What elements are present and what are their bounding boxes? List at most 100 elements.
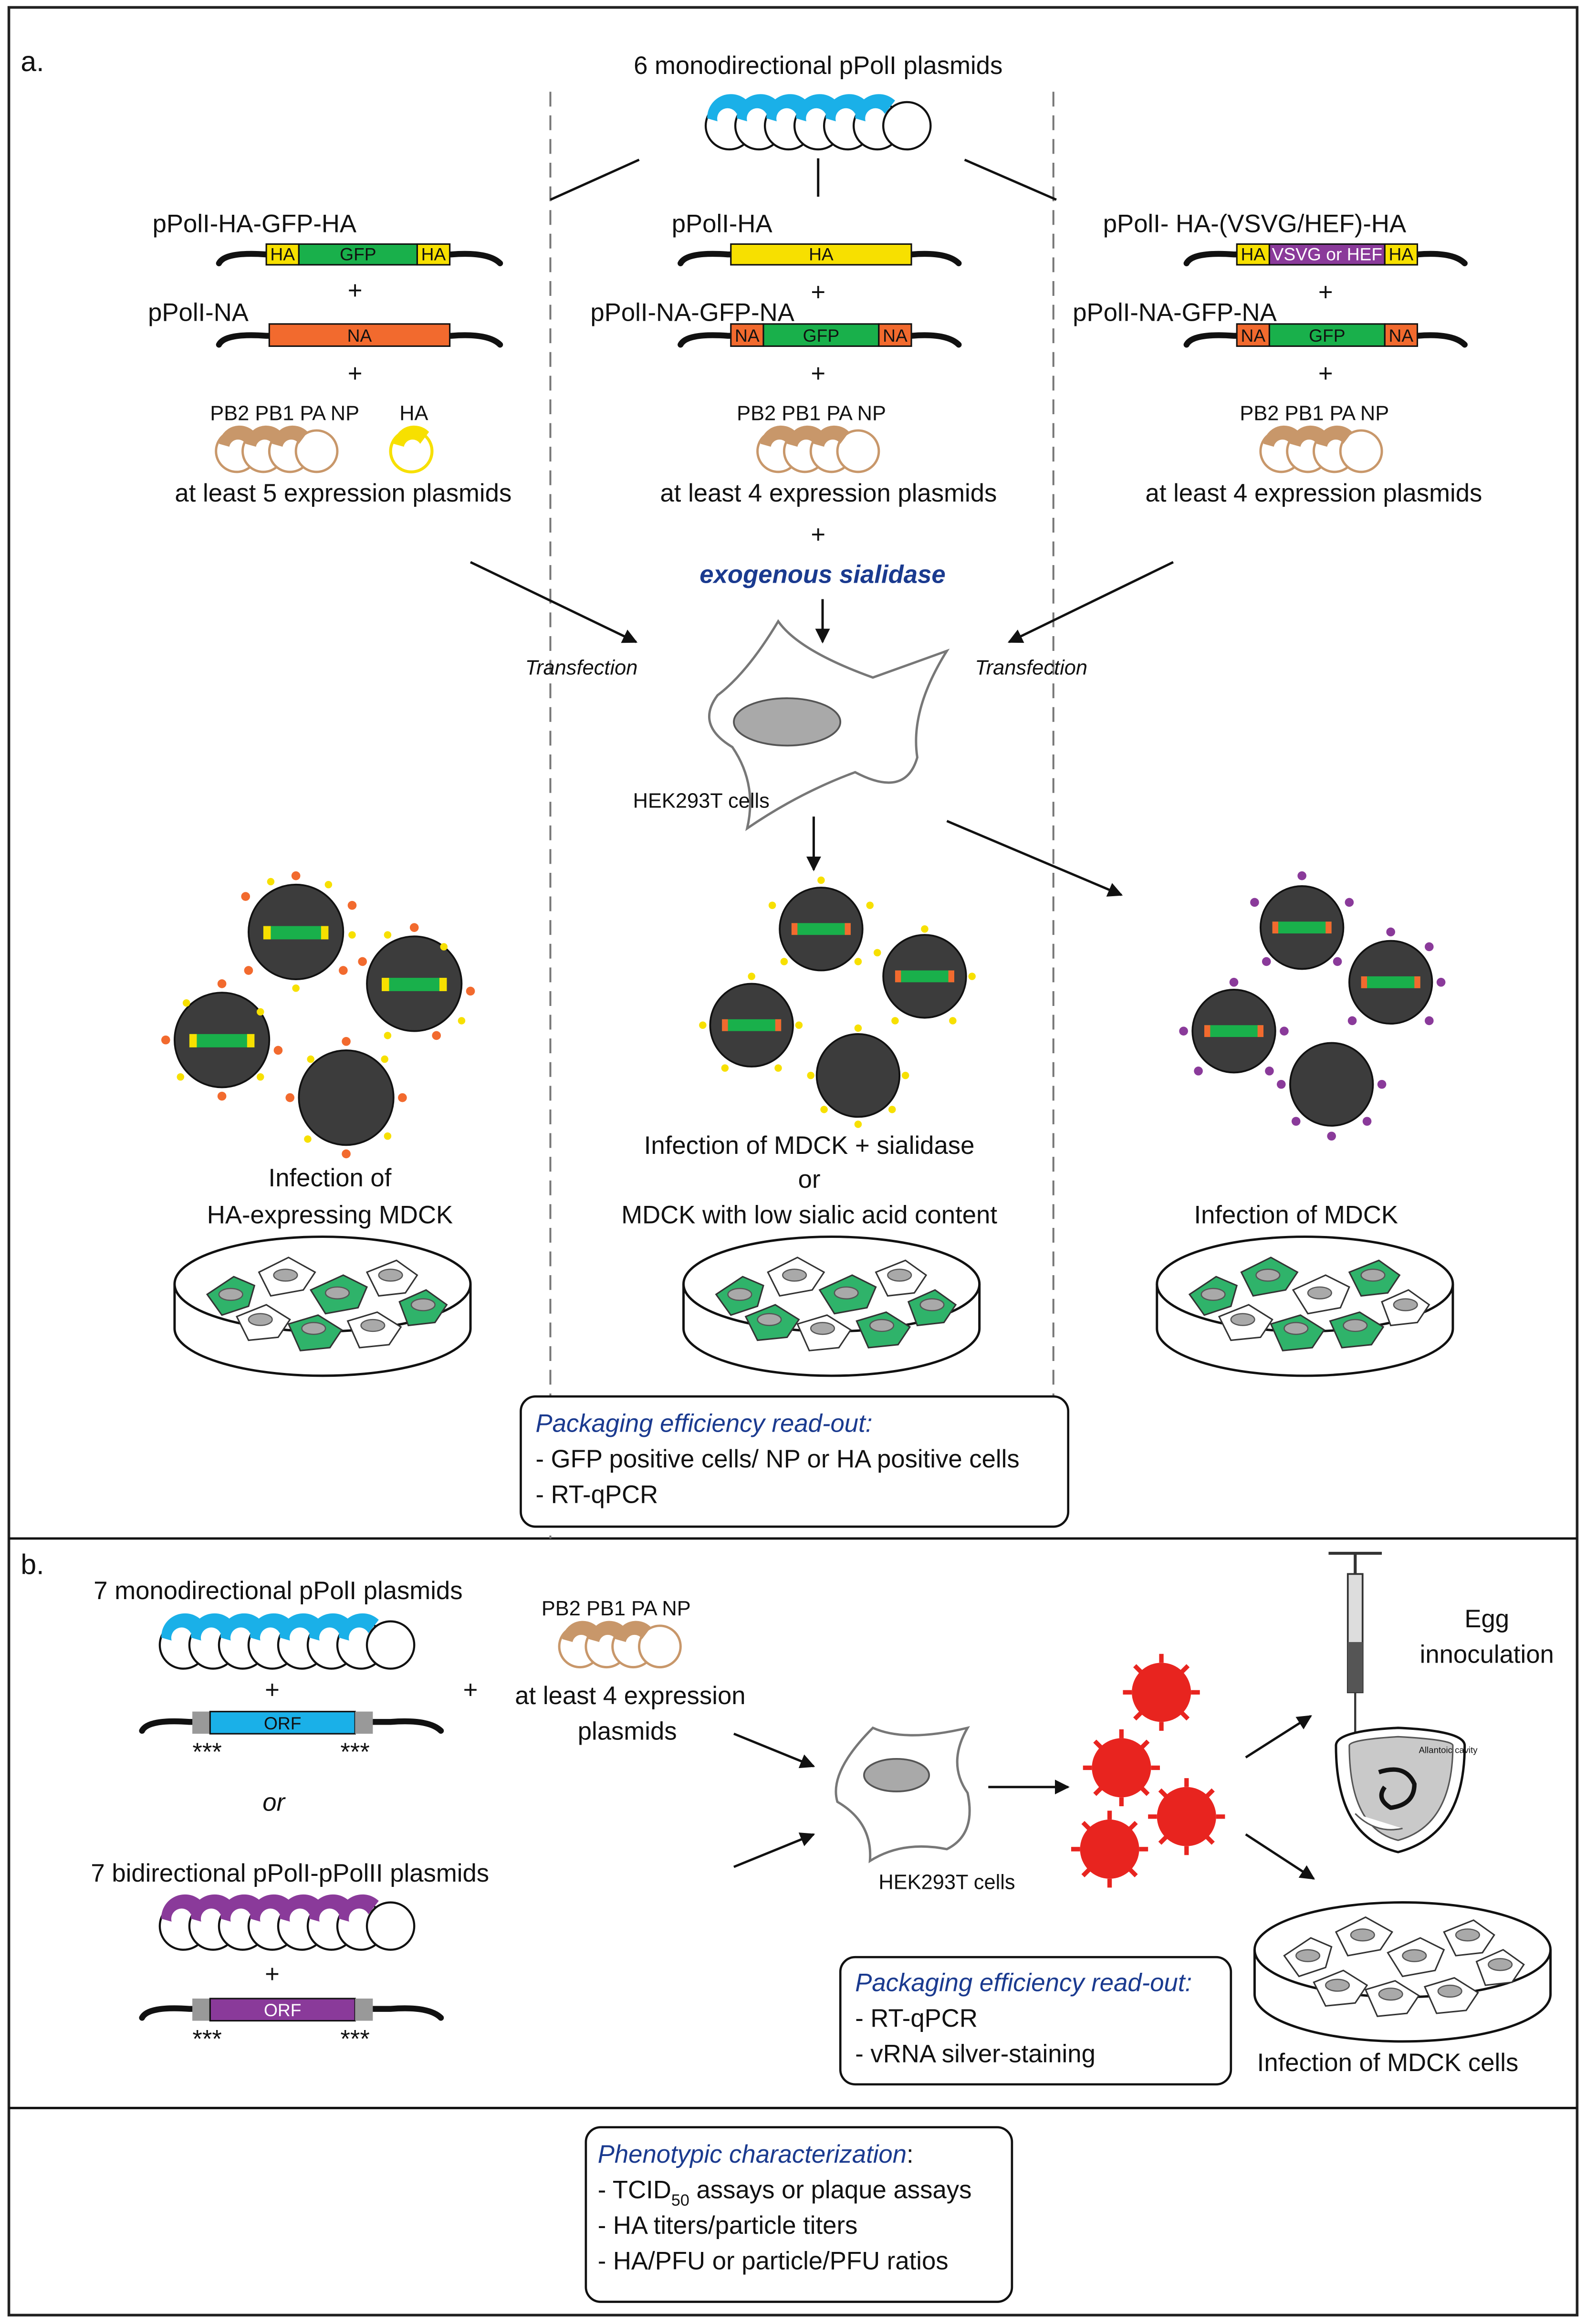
tcid-subscript: 50 (671, 2191, 689, 2209)
infection-right-label: Infection of MDCK (1194, 1201, 1398, 1229)
left-na-title: pPolI-NA (148, 299, 249, 327)
seg-gfp-r: GFP (1309, 325, 1345, 345)
seg-ha-l2: HA (421, 244, 446, 264)
egg-icon (1335, 1727, 1466, 1853)
infection-b-label: Infection of MDCK cells (1257, 2049, 1519, 2077)
right-plus-2: + (1318, 359, 1333, 387)
orf-label-2: ORF (264, 2000, 302, 2020)
right-expression-label: at least 4 expression plasmids (1146, 479, 1482, 507)
seg-na-m1: NA (735, 325, 760, 345)
right-protein-labels: PB2 PB1 PA NP (1240, 402, 1389, 425)
panel-b-label: b. (21, 1549, 44, 1580)
stars-3: *** (192, 2025, 222, 2053)
middle-na-title: pPolI-NA-GFP-NA (590, 299, 794, 327)
infection-mid-line2: or (798, 1165, 821, 1193)
b-expression-line1: at least 4 expression (515, 1682, 745, 1710)
panel-b-plus-2: + (265, 1960, 280, 1988)
outer-frame (7, 6, 1579, 2317)
seg-gfp-l: GFP (340, 244, 376, 264)
infection-mid-line1: Infection of MDCK + sialidase (644, 1131, 975, 1160)
or-label: or (262, 1788, 286, 1816)
seg-ha-l1: HA (270, 244, 295, 264)
readout-b-item-1: - RT-qPCR (855, 2004, 978, 2032)
readout-a-title: Packaging efficiency read-out: (535, 1410, 872, 1438)
left-ha-gfp-ha-segment: HA GFP HA (216, 243, 503, 266)
middle-plus-1: + (811, 278, 825, 306)
phenotypic-colon: : (907, 2140, 914, 2168)
left-plus-1: + (348, 276, 363, 304)
egg-label-1: Egg (1464, 1605, 1509, 1633)
b-expression-plasmids (558, 1621, 682, 1669)
hek293t-cell-a (708, 619, 950, 831)
left-expression-label: at least 5 expression plasmids (175, 479, 511, 507)
arrow-cell-to-right-virions (946, 820, 1123, 897)
top-plasmids-title: 6 monodirectional pPolI plasmids (634, 52, 1002, 80)
middle-plus-2: + (811, 359, 825, 387)
phenotypic-box (584, 2126, 1013, 2303)
hek293t-label-b: HEK293T cells (878, 1871, 1015, 1894)
left-ha-label: HA (399, 402, 428, 425)
middle-plus-3: + (811, 521, 825, 549)
left-virions (161, 871, 475, 1159)
b-protein-labels: PB2 PB1 PA NP (542, 1597, 691, 1620)
dish-b (1253, 1901, 1552, 2043)
middle-ha-segment: HA (678, 243, 962, 266)
mono-plasmids-title: 7 monodirectional pPolI plasmids (94, 1577, 462, 1605)
left-plus-2: + (348, 359, 363, 387)
right-virions (1179, 871, 1446, 1141)
phenotypic-title-line: Phenotypic characterization: (598, 2140, 914, 2168)
bi-orf-segment: ORF (139, 1998, 444, 2022)
sialidase-label: exogenous sialidase (699, 560, 945, 588)
arrow-b-bi-to-cell (733, 1832, 815, 1868)
branch-left (550, 158, 640, 201)
stars-1: *** (192, 1738, 222, 1766)
tcid-rest: assays or plaque assays (689, 2176, 972, 2204)
seg-ha-m: HA (809, 244, 834, 264)
tcid-prefix: - TCID (598, 2176, 671, 2204)
stars-2: *** (340, 1738, 370, 1766)
b-expression-line2: plasmids (578, 1717, 677, 1746)
transfection-left-label: Transfection (525, 657, 638, 680)
infection-left-line1: Infection of (269, 1164, 392, 1192)
arrow-left-transfection (470, 561, 638, 643)
dish-left (173, 1235, 472, 1377)
stars-4: *** (340, 2025, 370, 2053)
orf-label-1: ORF (264, 1713, 302, 1733)
readout-a-item-1: - GFP positive cells/ NP or HA positive … (535, 1445, 1019, 1473)
right-na-title: pPolI-NA-GFP-NA (1073, 299, 1277, 327)
arrow-b-virus-to-dish (1245, 1833, 1315, 1880)
mono-orf-segment: ORF (139, 1711, 444, 1735)
right-expression-plasmids (1259, 425, 1383, 473)
seg-ha-r1: HA (1241, 244, 1265, 264)
arrow-b-expr-to-cell (733, 1732, 815, 1769)
dish-middle (682, 1235, 981, 1377)
seg-gfp-m: GFP (803, 325, 839, 345)
phenotypic-item-2: - HA titers/particle titers (598, 2211, 858, 2240)
panel-b-plus-1: + (265, 1676, 280, 1704)
bi-plasmids-title: 7 bidirectional pPolI-pPolII plasmids (91, 1859, 489, 1887)
right-na-gfp-na-segment: NA GFP NA (1183, 323, 1468, 348)
infection-mid-line3: MDCK with low sialic acid content (621, 1201, 997, 1229)
left-protein-labels: PB2 PB1 PA NP (210, 402, 359, 425)
left-na-segment: NA (216, 323, 503, 348)
syringe-icon (1328, 1551, 1382, 1749)
seg-na-l: NA (347, 325, 372, 345)
egg-label-2: innoculation (1420, 1640, 1554, 1668)
right-ha-vsvg-ha-segment: HA VSVG or HEF HA (1183, 243, 1468, 266)
arrow-b-virus-to-egg (1245, 1715, 1312, 1759)
seg-na-r2: NA (1389, 325, 1414, 345)
right-plus-1: + (1318, 278, 1333, 306)
seg-na-r1: NA (1241, 325, 1265, 345)
left-construct-title: pPolI-HA-GFP-HA (153, 210, 357, 238)
transfection-right-label: Transfection (975, 657, 1087, 680)
hek293t-cell-b (835, 1726, 971, 1863)
left-expression-plasmids (215, 425, 434, 473)
bi-plasmids-7 (158, 1894, 416, 1951)
middle-virions (699, 876, 976, 1128)
pPolI-plasmids-6 (704, 94, 932, 151)
readout-b-item-2: - vRNA silver-staining (855, 2040, 1096, 2068)
mono-plasmids-7 (158, 1613, 416, 1670)
right-construct-title: pPolI- HA-(VSVG/HEF)-HA (1103, 210, 1407, 238)
branch-right (964, 158, 1057, 201)
